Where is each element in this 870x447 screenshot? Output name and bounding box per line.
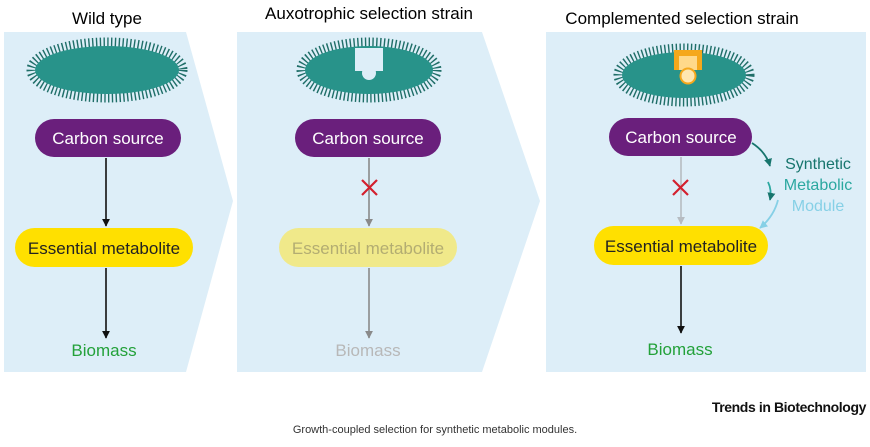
carbon-source-label-complemented: Carbon source	[625, 128, 737, 147]
carbon-source-label-auxotrophic: Carbon source	[312, 129, 424, 148]
panel-title-complemented: Complemented selection strain	[565, 9, 798, 28]
journal-brand: Trends in Biotechnology	[712, 399, 867, 415]
panel-title-auxotrophic: Auxotrophic selection strain	[265, 4, 473, 23]
metabolite-label-wild-type: Essential metabolite	[28, 239, 180, 258]
carbon-source-label-wild-type: Carbon source	[52, 129, 164, 148]
biomass-label-auxotrophic: Biomass	[335, 341, 400, 360]
metabolite-label-complemented: Essential metabolite	[605, 237, 757, 256]
module-arrow-in	[751, 142, 772, 167]
panel-auxotrophic-bg	[237, 32, 540, 372]
figure-caption: Growth-coupled selection for synthetic m…	[292, 424, 578, 436]
carbon-source-box-complemented	[609, 118, 752, 156]
metabolite-box-complemented	[594, 226, 768, 265]
biomass-label-complemented: Biomass	[647, 340, 712, 359]
metabolite-box-wild-type	[15, 228, 193, 267]
module-label-line1: Synthetic	[785, 156, 851, 173]
module-label-line2: Metabolic	[784, 177, 852, 194]
carbon-source-box-wild-type	[35, 119, 181, 157]
panel-wild-type-bg	[4, 32, 233, 372]
module-arrow-out	[759, 199, 779, 229]
module-label-line3: Module	[792, 198, 845, 215]
module-arrow-mid	[767, 181, 776, 201]
transporter-icon	[674, 50, 702, 85]
panel-title-wild-type: Wild type	[72, 9, 142, 28]
block-x-icon-auxotrophic	[361, 179, 378, 196]
biomass-label-wild-type: Biomass	[71, 341, 136, 360]
block-x-icon-complemented	[672, 179, 689, 196]
cell-wild-type-icon	[26, 37, 188, 103]
carbon-source-box-auxotrophic	[295, 119, 441, 157]
cell-complemented-icon	[613, 43, 755, 107]
metabolite-box-auxotrophic	[279, 228, 457, 267]
metabolite-label-auxotrophic: Essential metabolite	[292, 239, 444, 258]
cell-auxotrophic-icon	[296, 37, 442, 103]
